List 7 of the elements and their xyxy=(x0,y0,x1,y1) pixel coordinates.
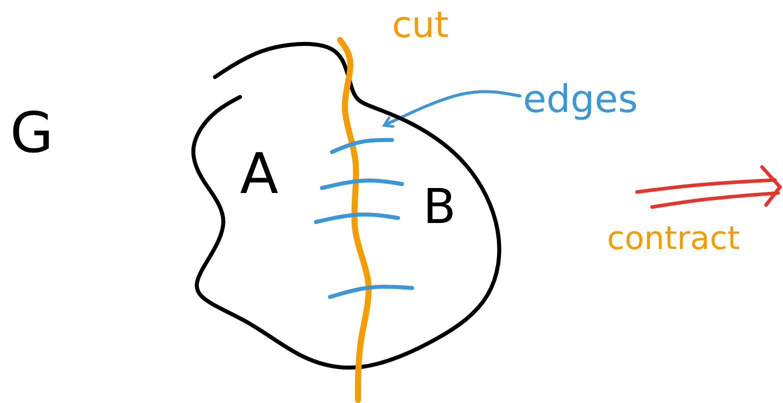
annotation-text: edges xyxy=(523,80,638,118)
contract-label: contract xyxy=(607,222,740,254)
cut-label: cut xyxy=(392,8,449,44)
graph-label: G xyxy=(10,106,54,162)
region-label: B xyxy=(423,183,456,231)
region-label: A xyxy=(240,147,278,203)
leader-arrow xyxy=(382,90,522,128)
